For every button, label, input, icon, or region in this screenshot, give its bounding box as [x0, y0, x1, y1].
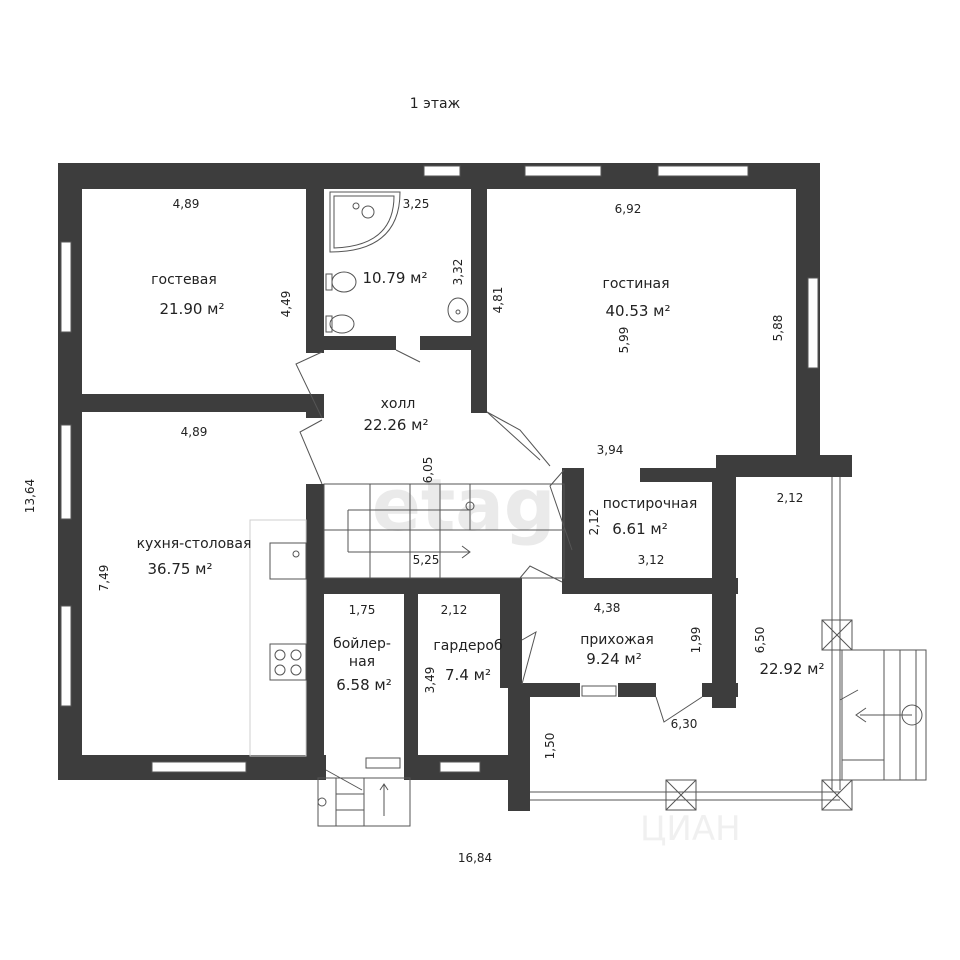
cian-watermark: ЦИАН [640, 809, 741, 849]
wall-veranda-top [716, 455, 852, 477]
floor-title: 1 этаж [410, 96, 461, 112]
total-width-dim: 16,84 [458, 851, 492, 865]
interior-walls [58, 163, 738, 780]
porch-height-dim: 1,50 [543, 733, 557, 760]
wall-guest-kitchen [58, 394, 308, 412]
etagi-watermark: etagi [372, 463, 580, 547]
entrance-name: прихожая [580, 632, 654, 648]
kitchen-width-dim: 4,89 [181, 425, 208, 439]
wardrobe-height-dim: 3,49 [423, 667, 437, 694]
wall-bath-living [471, 163, 487, 413]
boiler-width-dim: 1,75 [349, 603, 376, 617]
bath-area: 10.79 м² [362, 269, 427, 287]
wall-porch-left [508, 683, 530, 811]
toilet-2-icon [329, 314, 355, 334]
entrance-height-dim: 1,99 [689, 627, 703, 654]
living-left-dim: 4,81 [491, 287, 505, 314]
living-right-dim: 5,88 [771, 315, 785, 342]
wall-guest-bath [306, 163, 324, 353]
kitchen-height-dim: 7,49 [97, 565, 111, 592]
sink-icon [447, 297, 469, 323]
porch-width-dim: 6,30 [671, 717, 698, 731]
guest-height-dim: 4,49 [279, 291, 293, 318]
living-room-area: 40.53 м² [605, 302, 670, 320]
living-mid-dim: 5,99 [617, 327, 631, 354]
kitchen-sink-icon [269, 542, 307, 580]
laundry-area: 6.61 м² [612, 520, 668, 538]
hall-height-dim: 6,05 [421, 457, 435, 484]
bath-fixtures [325, 191, 469, 334]
hall-area: 22.26 м² [363, 416, 428, 434]
stair-width-dim: 5,25 [413, 553, 440, 567]
shower-icon [329, 191, 401, 253]
boiler-name-2: ная [349, 654, 375, 670]
laundry-name: постирочная [603, 496, 698, 512]
total-height-dim: 13,64 [23, 479, 37, 513]
kitchen-area: 36.75 м² [147, 560, 212, 578]
staircase [323, 483, 565, 579]
guest-room-name: гостевая [151, 272, 217, 288]
doors [295, 349, 703, 723]
hall-name: холл [381, 396, 416, 412]
wall-boiler-wardrobe [404, 594, 418, 780]
veranda-area: 22.92 м² [759, 660, 824, 678]
entrance-width-dim: 4,38 [594, 601, 621, 615]
porch-steps-right [839, 649, 927, 781]
kitchen-counter [249, 519, 307, 757]
veranda-top-dim: 2,12 [777, 491, 804, 505]
living-room-name: гостиная [602, 276, 669, 292]
veranda-glazing [530, 477, 853, 811]
living-bottom-dim: 3,94 [597, 443, 624, 457]
veranda-height-dim: 6,50 [753, 627, 767, 654]
wall-stair-bottom [306, 578, 520, 594]
wardrobe-width-dim: 2,12 [441, 603, 468, 617]
stove-icon [269, 643, 307, 681]
guest-room-area: 21.90 м² [159, 300, 224, 318]
kitchen-name: кухня-столовая [137, 536, 252, 552]
toilet-icon [331, 271, 357, 293]
bath-width-dim: 3,25 [403, 197, 430, 211]
boiler-name-1: бойлер- [333, 636, 391, 652]
entry-steps-bottom [317, 757, 411, 827]
laundry-height-dim: 2,12 [587, 509, 601, 536]
wall-laundry-bottom [562, 578, 738, 594]
guest-width-dim: 4,89 [173, 197, 200, 211]
boiler-area: 6.58 м² [336, 676, 392, 694]
entrance-area: 9.24 м² [586, 650, 642, 668]
wardrobe-name: гардероб [433, 638, 502, 654]
laundry-width-dim: 3,12 [638, 553, 665, 567]
bath-height-dim: 3,32 [451, 259, 465, 286]
living-width-dim: 6,92 [615, 202, 642, 216]
wardrobe-area: 7.4 м² [445, 666, 491, 684]
